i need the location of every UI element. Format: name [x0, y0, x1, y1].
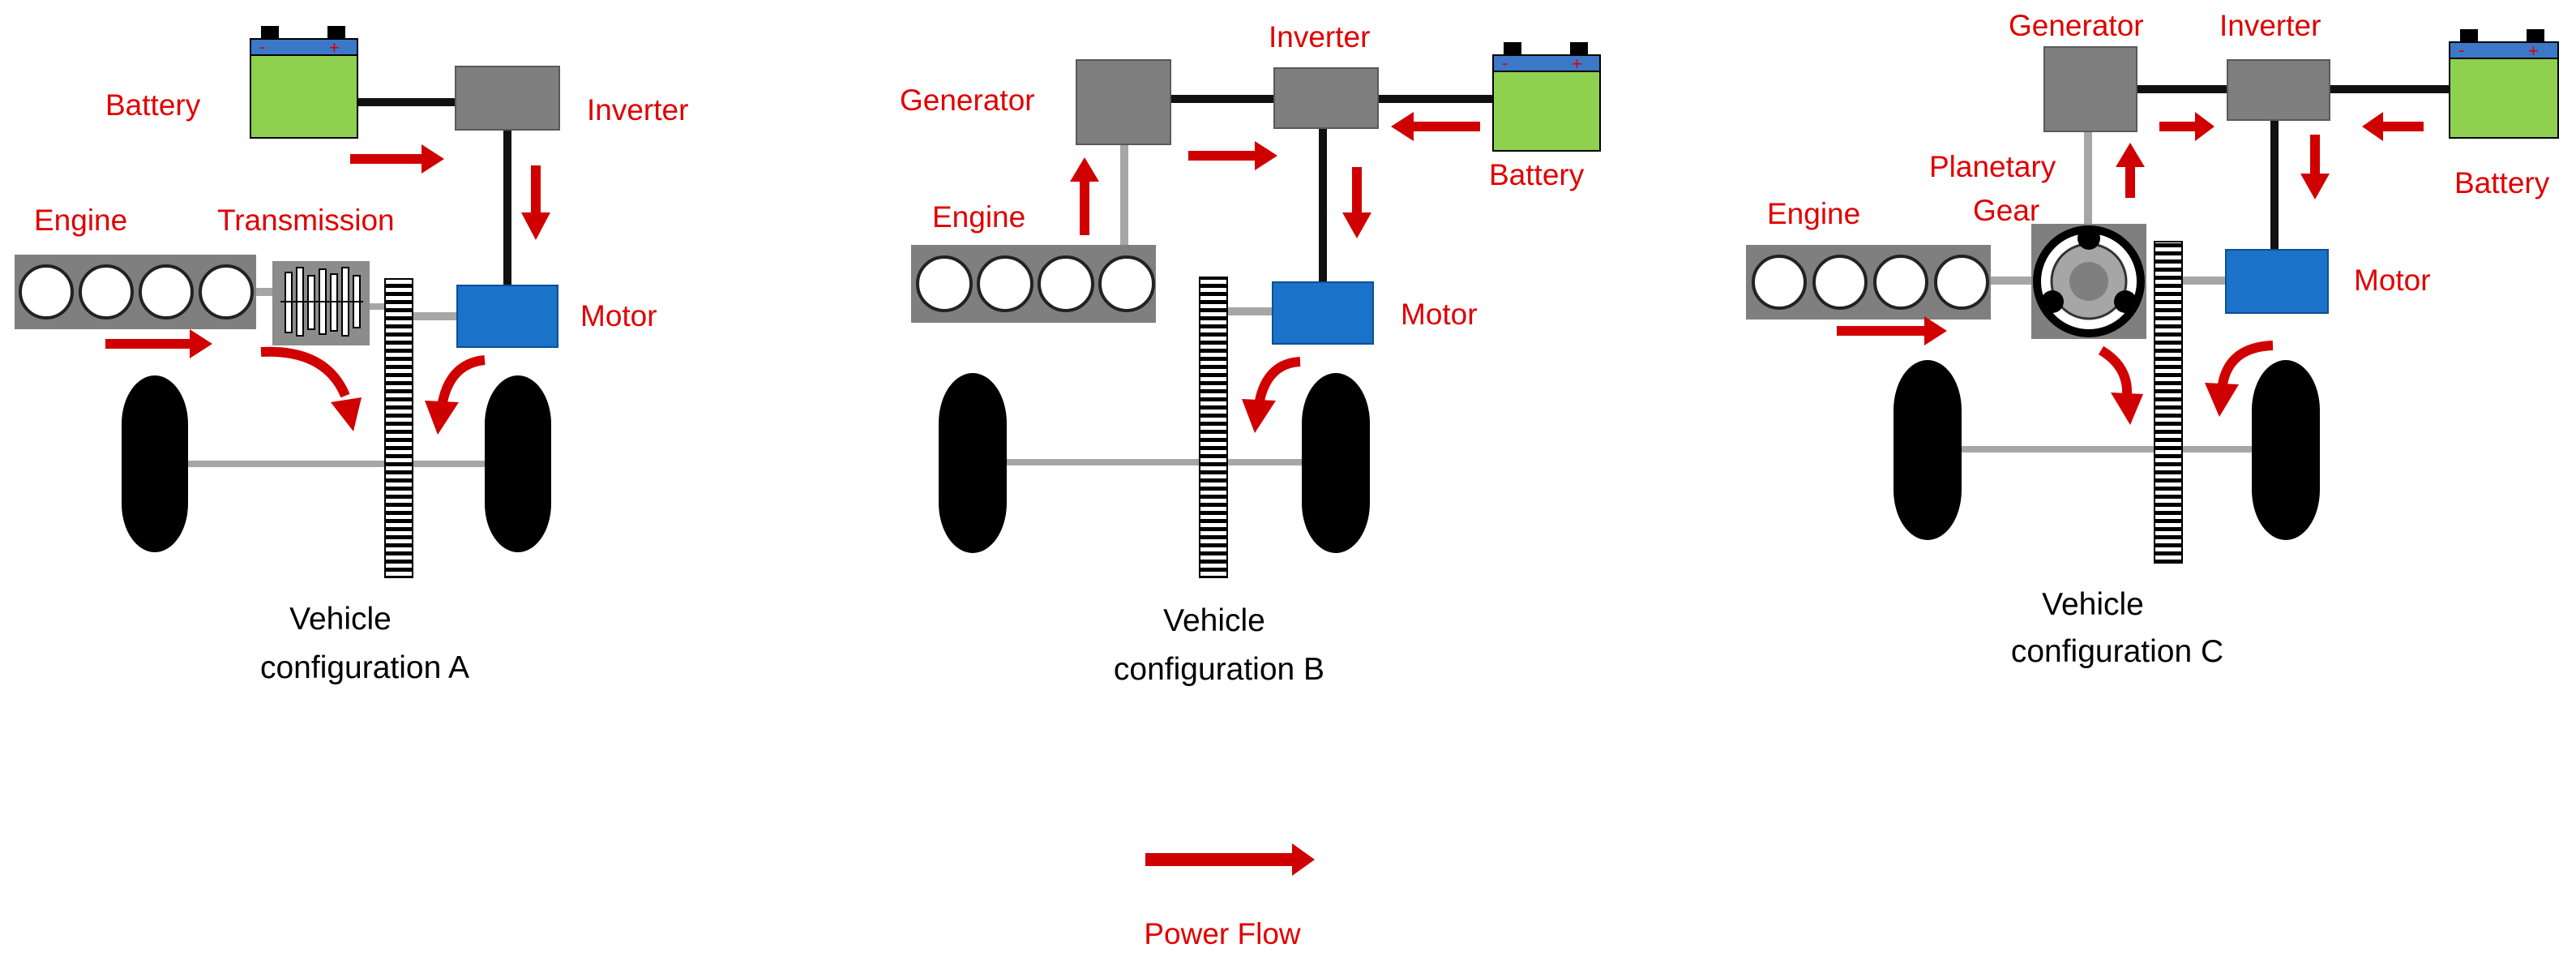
- power-flow-arrow: [2159, 112, 2214, 141]
- power-flow-arrow: [438, 355, 486, 404]
- power-flow-arrow: [105, 329, 212, 358]
- svg-text:+: +: [2528, 41, 2539, 61]
- gear-rack-icon: [2154, 241, 2183, 564]
- planetary-label-line-2: Gear: [1973, 194, 2039, 227]
- generator-box: [2043, 46, 2137, 132]
- power-flow-arrow: [2111, 392, 2143, 425]
- legend: Power Flow: [1144, 843, 1315, 950]
- power-flow-arrow: [2362, 112, 2424, 141]
- inverter-label: Inverter: [1269, 20, 1370, 54]
- gear-rack-icon: [1199, 277, 1228, 578]
- configuration-c: - +: [1746, 9, 2559, 669]
- inverter-box: [455, 66, 560, 131]
- battery-label: Battery: [1489, 158, 1585, 191]
- wheel-icon: [1302, 373, 1370, 553]
- power-flow-arrow: [2218, 341, 2274, 386]
- wheel-icon: [485, 375, 551, 552]
- power-flow-arrow: [425, 401, 459, 435]
- engine-label: Engine: [1767, 197, 1860, 230]
- power-flow-arrow: [1391, 112, 1480, 141]
- caption-line-2: configuration B: [1114, 652, 1324, 687]
- wheel-icon: [1893, 360, 1962, 540]
- power-flow-arrow-icon: [1145, 843, 1315, 876]
- engine-icon: [15, 255, 256, 329]
- svg-text:-: -: [259, 36, 265, 57]
- power-flow-arrow: [331, 397, 362, 431]
- caption-line-2: configuration A: [260, 650, 469, 685]
- power-flow-arrow: [1255, 357, 1301, 402]
- power-flow-arrow: [2300, 135, 2330, 199]
- battery-icon: - +: [2449, 29, 2559, 139]
- power-flow-arrow: [1188, 141, 1277, 170]
- legend-label: Power Flow: [1144, 917, 1301, 950]
- svg-text:-: -: [1502, 53, 1508, 73]
- caption-line-2: configuration C: [2011, 634, 2223, 669]
- transmission-label: Transmission: [217, 204, 395, 237]
- power-flow-arrow: [1070, 157, 1099, 235]
- power-flow-arrow: [350, 144, 444, 174]
- wheel-icon: [2252, 360, 2320, 540]
- motor-box: [2225, 249, 2329, 314]
- generator-box: [1076, 59, 1171, 145]
- wheel-icon: [939, 373, 1007, 553]
- planetary-gear-icon: [2031, 224, 2146, 339]
- battery-icon: - +: [250, 26, 358, 139]
- transmission-icon: [272, 261, 370, 345]
- svg-text:+: +: [1572, 54, 1582, 74]
- gear-rack-icon: [384, 278, 413, 578]
- motor-box: [456, 285, 558, 348]
- battery-label: Battery: [2454, 166, 2550, 199]
- generator-label: Generator: [900, 84, 1035, 117]
- inverter-label: Inverter: [587, 93, 688, 127]
- motor-label: Motor: [580, 299, 657, 332]
- generator-label: Generator: [2009, 9, 2144, 42]
- caption-line-1: Vehicle: [1163, 603, 1265, 638]
- motor-label: Motor: [2354, 264, 2431, 297]
- power-flow-arrow: [2116, 143, 2145, 198]
- battery-label: Battery: [105, 88, 201, 122]
- engine-icon: [1746, 245, 1991, 320]
- motor-label: Motor: [1401, 298, 1478, 331]
- power-flow-arrow: [521, 165, 550, 240]
- engine-icon: [911, 245, 1156, 323]
- power-flow-arrow: [260, 346, 350, 398]
- battery-icon: - +: [1492, 42, 1601, 152]
- inverter-box: [1273, 67, 1379, 129]
- power-flow-arrow: [1242, 399, 1276, 433]
- power-flow-arrow: [2098, 345, 2133, 397]
- engine-label: Engine: [932, 200, 1025, 234]
- motor-box: [1272, 281, 1374, 345]
- configuration-a: - +: [15, 26, 688, 685]
- engine-label: Engine: [34, 204, 127, 237]
- planetary-label-line-1: Planetary: [1929, 150, 2056, 183]
- power-flow-arrow: [1837, 316, 1947, 345]
- caption-line-1: Vehicle: [2042, 587, 2144, 622]
- power-flow-arrow: [1342, 167, 1371, 238]
- wheel-icon: [122, 375, 188, 552]
- inverter-label: Inverter: [2219, 9, 2321, 42]
- svg-text:-: -: [2458, 40, 2464, 60]
- power-flow-arrow: [2205, 383, 2239, 417]
- caption-line-1: Vehicle: [289, 602, 392, 637]
- svg-text:+: +: [329, 37, 340, 58]
- configuration-b: - + Generator Inverter Battery Engine Mo…: [900, 20, 1601, 687]
- inverter-box: [2227, 59, 2330, 121]
